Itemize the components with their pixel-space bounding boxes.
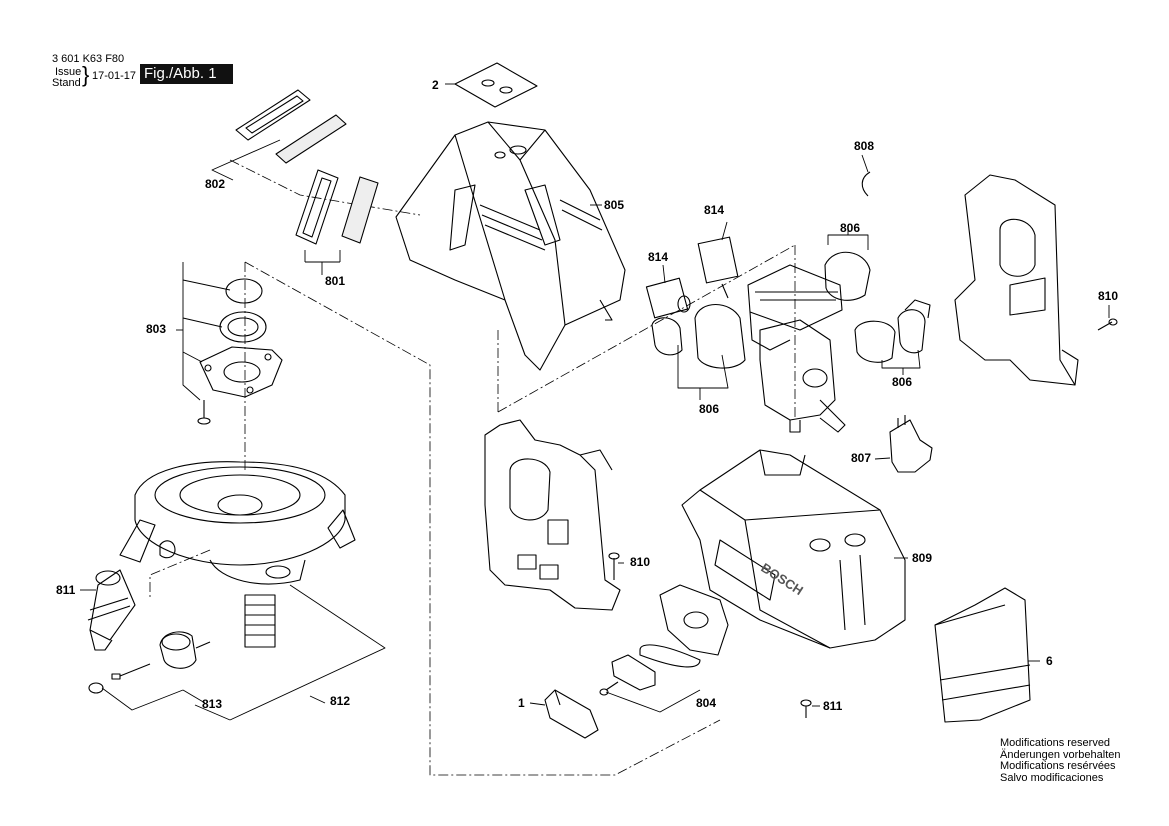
callout-810-center: 810 xyxy=(630,555,651,569)
callout-812: 812 xyxy=(330,694,351,708)
part-805-housing-cover xyxy=(395,121,626,371)
part-814-laser-modules xyxy=(645,236,739,319)
left-chassis xyxy=(484,419,621,611)
callout-813: 813 xyxy=(202,697,223,711)
part-808-spring-clip xyxy=(861,171,871,197)
part-812-base-head xyxy=(119,461,356,648)
callout-801: 801 xyxy=(325,274,346,288)
callout-810-right: 810 xyxy=(1098,289,1119,303)
screw-810-center xyxy=(608,552,620,580)
part-804-battery-parts xyxy=(599,584,729,696)
assembly-guide-lines xyxy=(149,159,796,776)
note-es: Salvo modificaciones xyxy=(1000,771,1104,784)
callout-814-upper: 814 xyxy=(704,203,725,217)
callout-803: 803 xyxy=(146,322,167,336)
callout-814-lower: 814 xyxy=(648,250,669,264)
callout-802: 802 xyxy=(205,177,226,191)
brace-glyph: } xyxy=(82,62,90,87)
callout-2: 2 xyxy=(432,78,439,92)
issue-label: Issue xyxy=(55,66,82,78)
figure-label: Fig./Abb. 1 xyxy=(140,64,233,84)
optical-block xyxy=(747,264,846,433)
note-en: Modifications reserved xyxy=(1000,737,1111,749)
callout-806-right: 806 xyxy=(892,375,913,389)
part-806-clips xyxy=(651,251,931,369)
part-801-side-windows xyxy=(295,169,379,245)
part-number: 3 601 K63 F80 xyxy=(52,53,125,65)
note-fr: Modifications resérvées xyxy=(1000,760,1116,773)
callout-6: 6 xyxy=(1046,654,1053,668)
leader-lines xyxy=(80,83,1110,721)
stand-label: Stand xyxy=(52,77,81,89)
callout-1: 1 xyxy=(518,696,525,710)
screw-811-bottom xyxy=(800,699,812,718)
callout-808: 808 xyxy=(854,139,875,153)
callout-807: 807 xyxy=(851,451,872,465)
callout-811-bottom: 811 xyxy=(823,699,843,713)
modification-notes: Modifications reserved Änderungen vorbeh… xyxy=(1000,737,1121,784)
callout-805: 805 xyxy=(604,198,625,212)
issue-date: 17-01-17 xyxy=(92,70,137,82)
callout-806-left: 806 xyxy=(699,402,720,416)
part-803-ring-and-plate xyxy=(197,278,283,425)
part-809-housing-shell: BOSCH xyxy=(681,449,906,649)
brand-lettering: BOSCH xyxy=(758,560,806,598)
part-1-slider xyxy=(544,689,599,739)
callout-806-top: 806 xyxy=(840,221,861,235)
screw-810-right xyxy=(1097,318,1118,331)
right-frame xyxy=(954,174,1079,386)
callout-809: 809 xyxy=(912,551,933,565)
callout-804: 804 xyxy=(696,696,717,710)
part-6-end-cover xyxy=(934,587,1031,723)
part-813-knob-parts xyxy=(88,631,211,694)
note-de: Änderungen vorbehalten xyxy=(1000,748,1121,761)
part-802-window-frames xyxy=(235,89,347,164)
callout-811-left: 811 xyxy=(56,583,76,597)
part-807-plug xyxy=(889,415,933,473)
part-811-adjust-screw xyxy=(87,569,136,651)
part-2-label-plate xyxy=(454,62,538,108)
